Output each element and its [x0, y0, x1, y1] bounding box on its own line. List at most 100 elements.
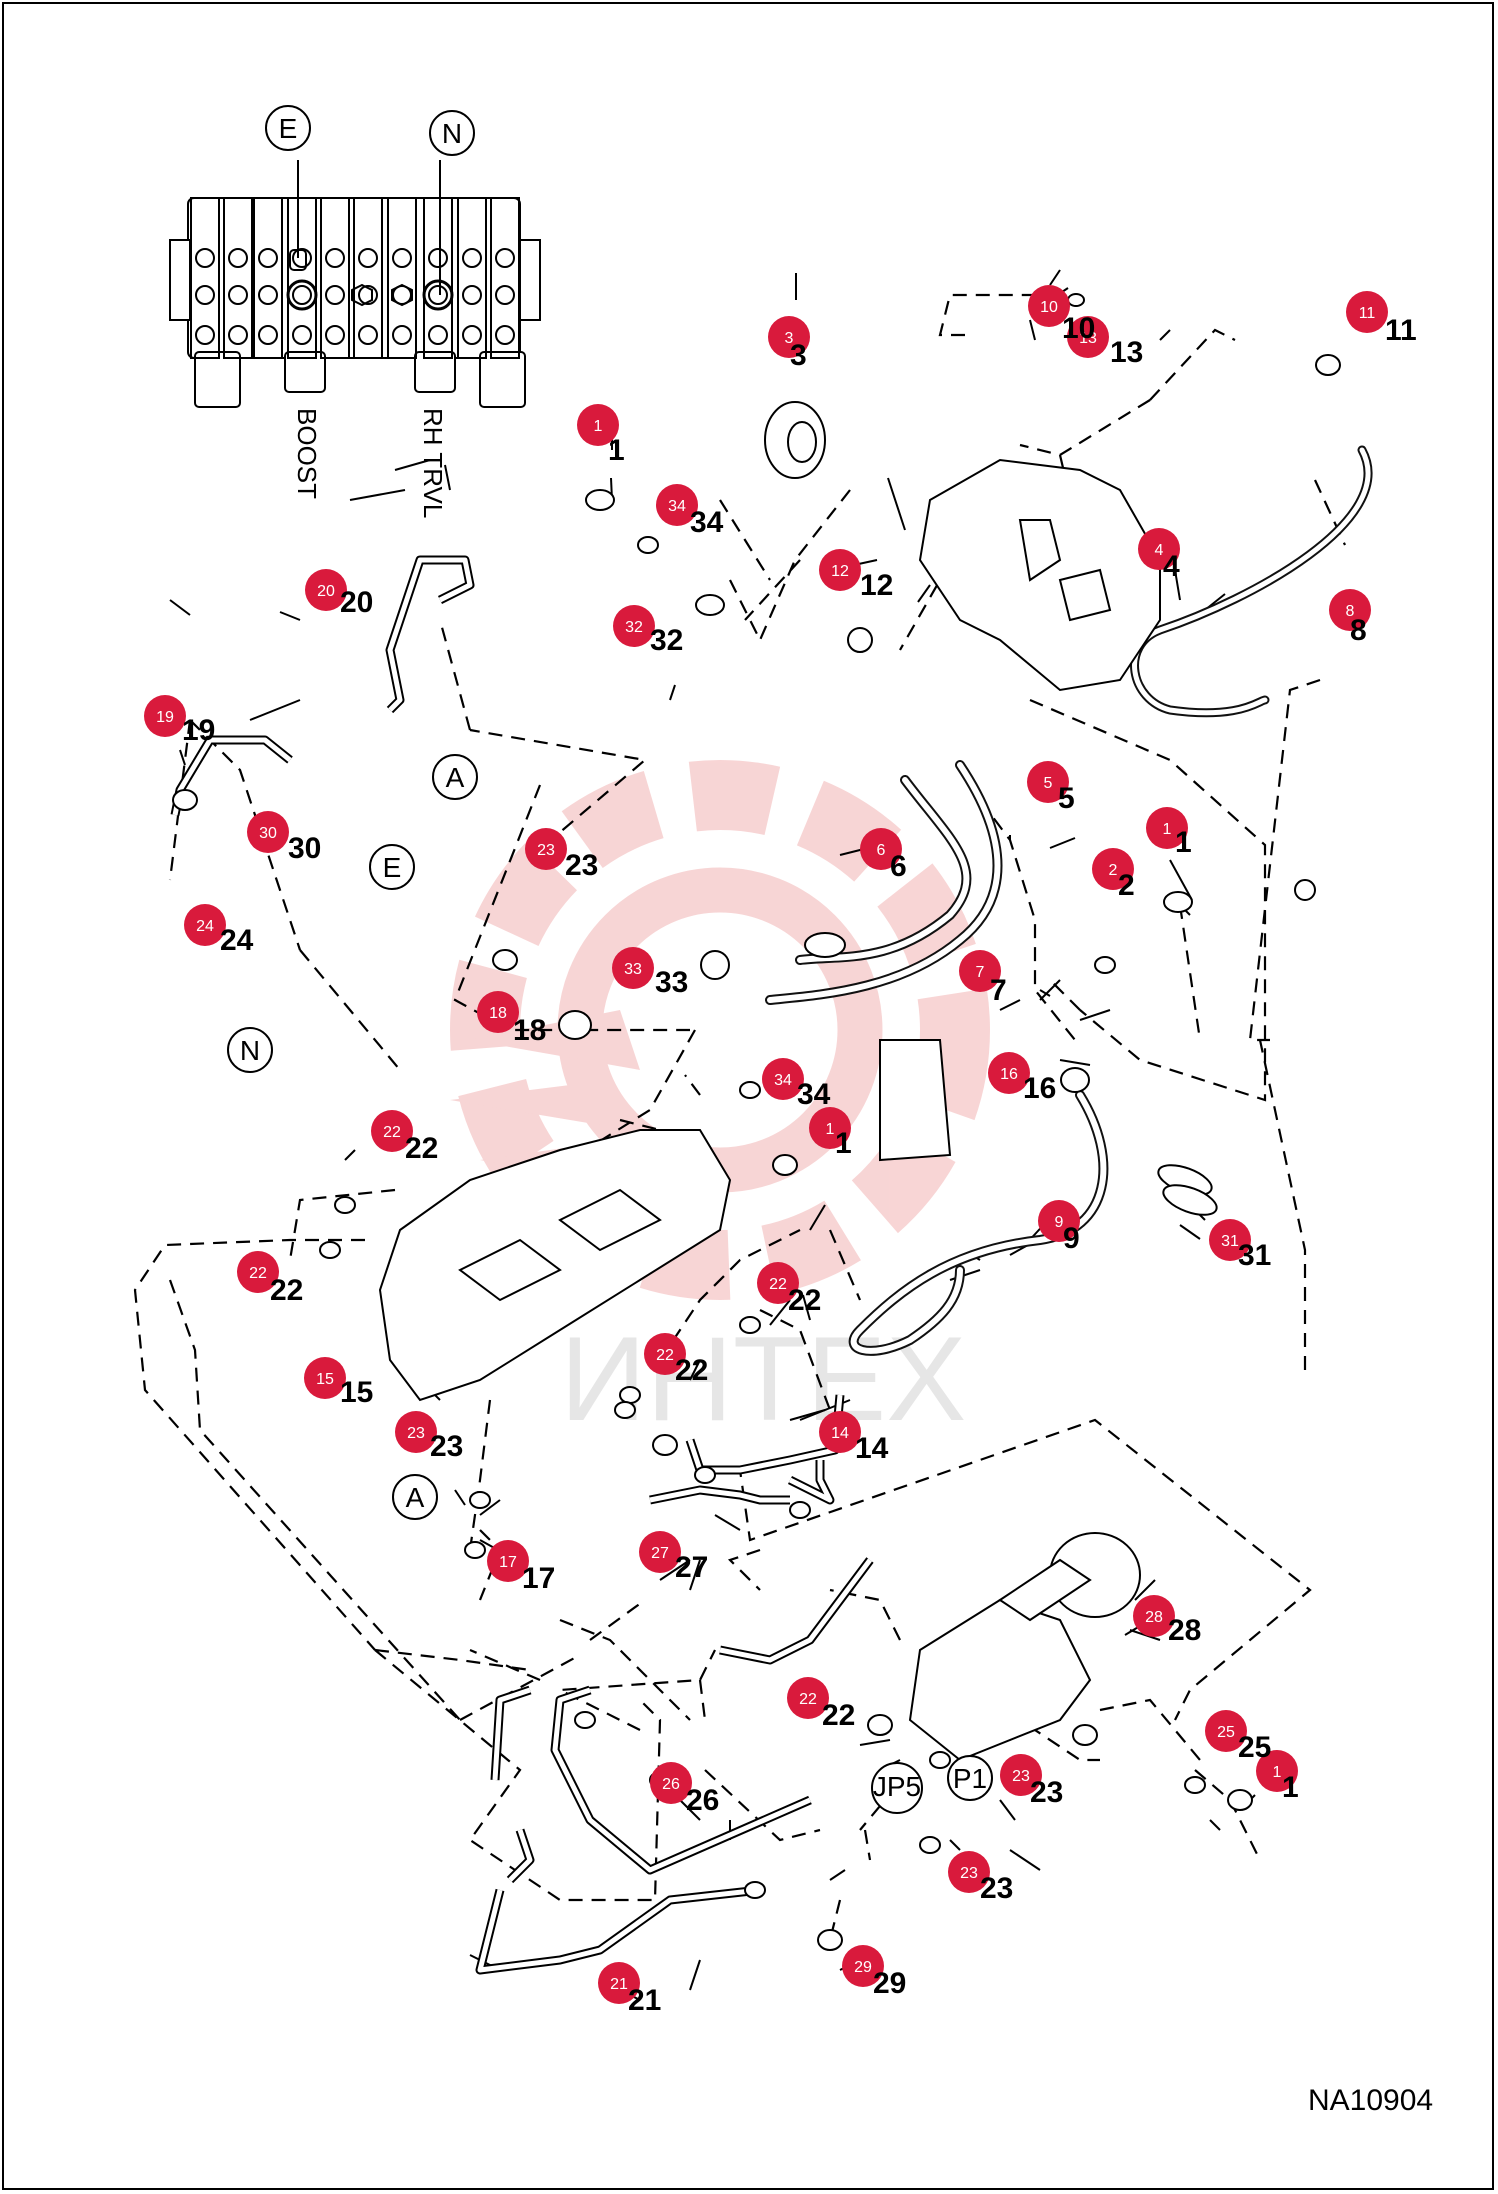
part-badge-5: 5	[1027, 761, 1069, 803]
svg-text:7: 7	[976, 964, 985, 981]
part-label-20: 20	[340, 586, 373, 619]
svg-text:33: 33	[624, 961, 642, 978]
part-label-1: 1	[835, 1127, 852, 1160]
part-badge-11: 11	[1346, 291, 1388, 333]
part-badge-12: 12	[819, 549, 861, 591]
part-label-22: 22	[788, 1284, 821, 1317]
part-badge-14: 14	[819, 1411, 861, 1453]
svg-text:20: 20	[317, 583, 335, 600]
svg-text:A: A	[406, 1482, 425, 1513]
part-label-5: 5	[1058, 782, 1075, 815]
part-badge-23: 23	[948, 1851, 990, 1893]
drawing-code: NA10904	[1308, 2084, 1433, 2117]
part-label-23: 23	[565, 849, 598, 882]
part-badge-7: 7	[959, 950, 1001, 992]
svg-text:JP5: JP5	[873, 1771, 921, 1802]
part-label-26: 26	[686, 1784, 719, 1817]
part-badge-23: 23	[1000, 1754, 1042, 1796]
svg-text:11: 11	[1359, 305, 1376, 322]
svg-text:19: 19	[156, 709, 174, 726]
part-label-11: 11	[1385, 314, 1417, 347]
part-label-22: 22	[675, 1354, 708, 1387]
part-badge-16: 16	[988, 1052, 1030, 1094]
part-badge-24: 24	[184, 904, 226, 946]
part-badge-26: 26	[650, 1762, 692, 1804]
part-label-10: 10	[1062, 312, 1095, 345]
part-label-1: 1	[608, 434, 625, 467]
part-badge-30: 30	[247, 811, 289, 853]
rh-travel-label: RH TRVL	[418, 408, 448, 518]
svg-text:4: 4	[1155, 542, 1164, 559]
part-badge-17: 17	[487, 1540, 529, 1582]
part-badge-34: 34	[762, 1058, 804, 1100]
part-label-8: 8	[1350, 614, 1367, 647]
svg-text:5: 5	[1044, 775, 1053, 792]
part-label-2: 2	[1118, 869, 1135, 902]
svg-text:1: 1	[594, 418, 603, 435]
svg-text:2: 2	[1109, 862, 1118, 879]
part-badge-22: 22	[787, 1677, 829, 1719]
part-label-22: 22	[822, 1699, 855, 1732]
svg-text:8: 8	[1346, 603, 1355, 620]
svg-text:34: 34	[774, 1072, 792, 1089]
svg-text:1: 1	[826, 1121, 835, 1138]
callout-e: E	[265, 105, 311, 151]
part-label-4: 4	[1163, 550, 1180, 583]
part-label-23: 23	[980, 1872, 1013, 1905]
callout-a: A	[392, 1474, 438, 1520]
callout-n: N	[429, 110, 475, 156]
part-label-28: 28	[1168, 1614, 1201, 1647]
part-label-18: 18	[513, 1014, 546, 1047]
part-label-14: 14	[855, 1432, 889, 1465]
part-badge-1: 1	[1146, 807, 1188, 849]
callout-jp5: JP5	[871, 1762, 923, 1814]
part-label-7: 7	[990, 974, 1007, 1007]
svg-text:25: 25	[1217, 1724, 1235, 1741]
part-label-29: 29	[873, 1967, 906, 2000]
svg-text:32: 32	[625, 619, 643, 636]
callout-n: N	[227, 1027, 273, 1073]
watermark-text: ИНТЕХ	[560, 1312, 966, 1446]
svg-text:28: 28	[1145, 1609, 1163, 1626]
svg-text:34: 34	[668, 498, 686, 515]
part-label-17: 17	[522, 1562, 555, 1595]
part-label-15: 15	[340, 1376, 373, 1409]
part-label-34: 34	[797, 1078, 831, 1111]
part-label-30: 30	[288, 832, 321, 865]
part-badge-9: 9	[1038, 1200, 1080, 1242]
part-label-23: 23	[1030, 1776, 1063, 1809]
part-label-16: 16	[1023, 1072, 1056, 1105]
part-badge-10: 10	[1028, 285, 1070, 327]
svg-text:24: 24	[196, 918, 214, 935]
part-label-13: 13	[1110, 336, 1143, 369]
part-label-25: 25	[1238, 1731, 1271, 1764]
part-badge-27: 27	[639, 1531, 681, 1573]
part-label-34: 34	[690, 506, 724, 539]
svg-text:22: 22	[383, 1124, 401, 1141]
svg-text:6: 6	[877, 842, 886, 859]
part-label-9: 9	[1063, 1222, 1080, 1255]
part-label-1: 1	[1282, 1771, 1299, 1804]
svg-text:30: 30	[259, 825, 277, 842]
svg-text:N: N	[240, 1035, 260, 1066]
part-badge-1: 1	[577, 404, 619, 446]
svg-text:16: 16	[1000, 1066, 1018, 1083]
callout-e: E	[369, 844, 415, 890]
part-label-21: 21	[628, 1984, 661, 2017]
svg-text:21: 21	[610, 1976, 628, 1993]
svg-text:23: 23	[407, 1425, 425, 1442]
svg-text:13: 13	[1079, 330, 1097, 347]
part-label-22: 22	[270, 1274, 303, 1307]
part-label-1: 1	[1175, 826, 1192, 859]
svg-text:27: 27	[651, 1545, 669, 1562]
svg-text:29: 29	[854, 1959, 872, 1976]
svg-text:22: 22	[769, 1276, 787, 1293]
part-badge-28: 28	[1133, 1595, 1175, 1637]
svg-text:A: A	[446, 762, 465, 793]
svg-text:3: 3	[785, 330, 794, 347]
part-label-23: 23	[430, 1430, 463, 1463]
part-label-12: 12	[860, 569, 893, 602]
svg-text:26: 26	[662, 1776, 680, 1793]
part-badge-29: 29	[842, 1945, 884, 1987]
